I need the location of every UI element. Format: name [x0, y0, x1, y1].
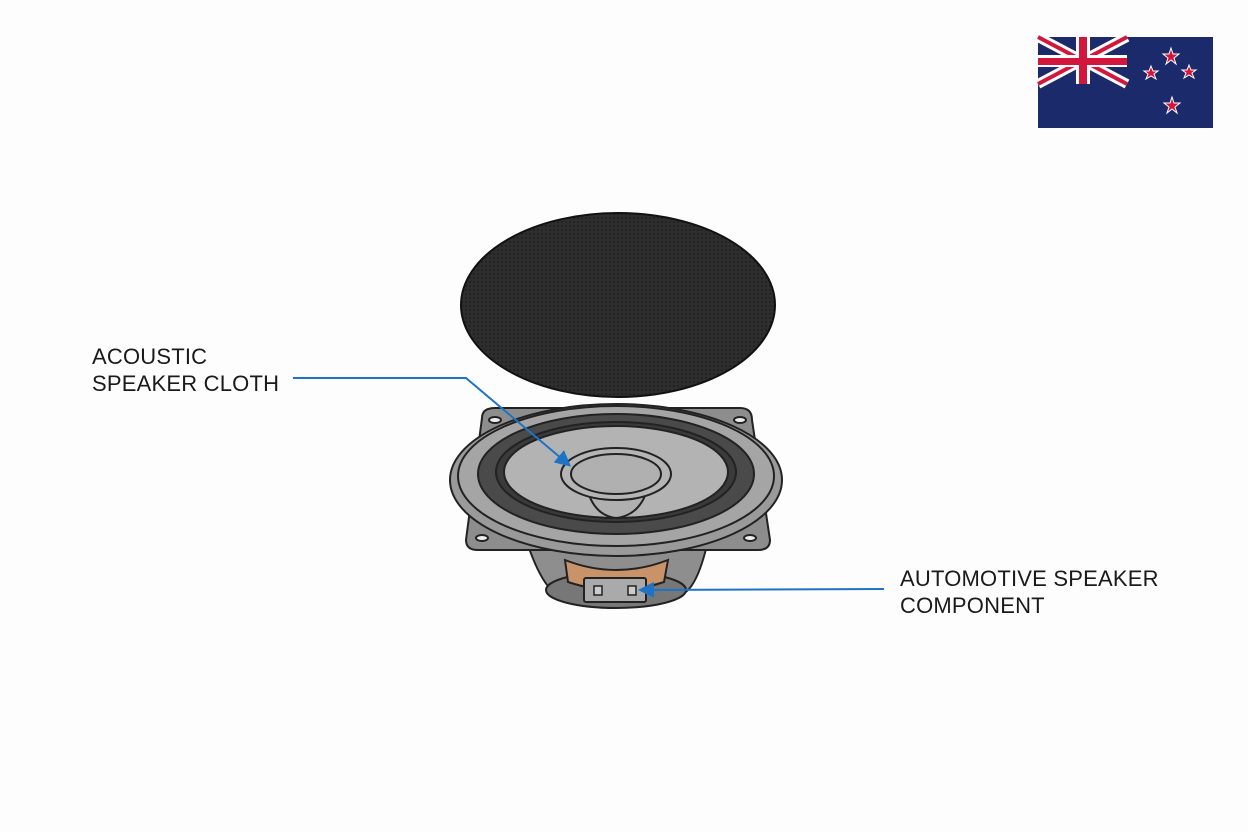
leader-line-component	[638, 581, 885, 598]
new-zealand-flag-icon	[1035, 32, 1213, 128]
label-line: SPEAKER CLOTH	[92, 371, 280, 396]
leader-line-cloth	[293, 377, 572, 467]
label-acoustic-speaker-cloth: ACOUSTIC SPEAKER CLOTH	[92, 343, 279, 397]
label-automotive-speaker-component: AUTOMOTIVE SPEAKER COMPONENT	[900, 565, 1159, 619]
speaker-cloth	[460, 212, 776, 398]
label-line: COMPONENT	[900, 593, 1045, 618]
speaker-frame	[449, 403, 783, 557]
label-line: AUTOMOTIVE SPEAKER	[900, 566, 1159, 591]
label-line: ACOUSTIC	[92, 344, 208, 369]
